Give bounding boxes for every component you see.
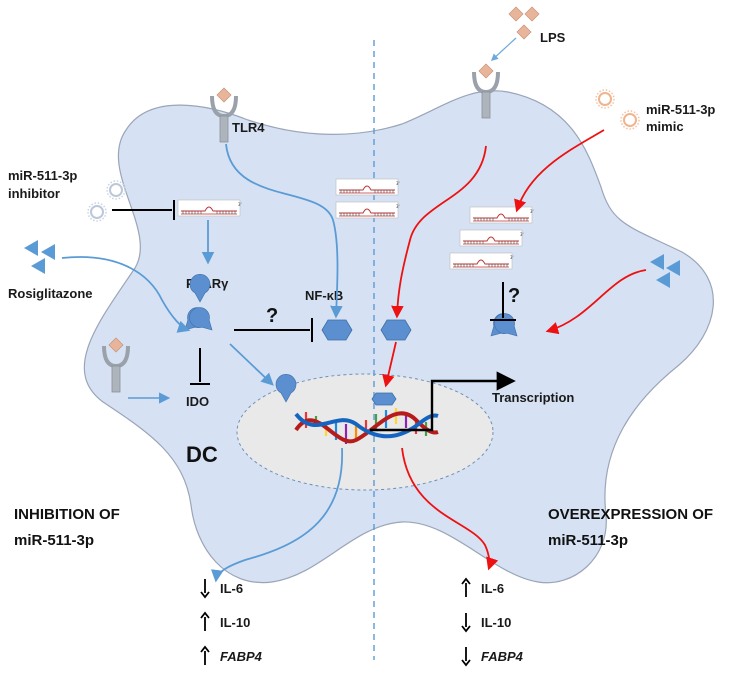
mimic-particle-icon (595, 89, 640, 130)
rosiglitazone-arrow (61, 256, 191, 333)
down-arrow-icon (200, 579, 210, 599)
inhibitor-particle-icon (87, 180, 126, 222)
ligand-triangles-right-icon (650, 254, 680, 288)
rosiglitazone-label: Rosiglitazone (8, 286, 93, 301)
right-panel-title-1: OVEREXPRESSION OF (548, 506, 713, 523)
rosiglitazone-icon (24, 240, 55, 274)
tlr4-label: TLR4 (232, 120, 265, 135)
dna-to-left-outcome-arrow (211, 447, 343, 583)
right-panel-title-2: miR-511-3p (548, 532, 628, 549)
ido-label: IDO (186, 394, 209, 409)
down-arrow-icon (461, 647, 471, 667)
lps-arrow (490, 37, 517, 61)
outcome-label: FABP4 (481, 649, 524, 664)
tlr4-receptor-icon (210, 87, 238, 144)
dc-label: DC (186, 442, 218, 467)
tlr4-to-nfkb-arrow (225, 143, 343, 319)
lps-label: LPS (540, 30, 566, 45)
up-arrow-icon (200, 611, 210, 631)
question-mark-right: ? (508, 285, 520, 307)
up-arrow-icon (200, 645, 210, 665)
dna-to-right-outcome-red-arrow (401, 447, 499, 571)
outcome-label: IL-10 (481, 615, 511, 630)
lps-icon (508, 6, 540, 40)
outcome-label: IL-6 (481, 581, 504, 596)
outcome-label: IL-10 (220, 615, 250, 630)
outcome-label: FABP4 (220, 649, 263, 664)
inhibitor-label-1: miR-511-3p (8, 168, 77, 183)
receptor-to-nfkb-red-arrow (391, 145, 487, 319)
mimic-to-hairpin-red-arrow (514, 129, 605, 213)
left-panel-title-1: INHIBITION OF (14, 506, 120, 523)
down-arrow-icon (461, 613, 471, 633)
mimic-label-2: mimic (646, 119, 684, 134)
receptor-lower-left-icon (102, 337, 130, 394)
transcription-label: Transcription (492, 390, 574, 405)
nfkb-nuclear-icon (371, 392, 397, 406)
nfkb-protein-icon (321, 319, 353, 341)
transcription-arrow (370, 371, 516, 432)
left-panel-title-2: miR-511-3p (14, 532, 94, 549)
ligand-to-receptor-red-arrow (545, 269, 647, 335)
question-mark-left: ? (266, 305, 278, 327)
nfkb-to-nucleus-red-arrow (382, 341, 397, 388)
pparg-to-nucleus-arrow (229, 343, 274, 386)
up-arrow-icon (461, 577, 471, 597)
mimic-label-1: miR-511-3p (646, 102, 715, 117)
nfkb-label: NF-κB (305, 288, 343, 303)
nfkb-protein-right-icon (380, 319, 412, 341)
tlr4-receptor-right-icon (472, 63, 500, 120)
outcome-label: IL-6 (220, 581, 243, 596)
inhibitor-label-2: inhibitor (8, 186, 60, 201)
